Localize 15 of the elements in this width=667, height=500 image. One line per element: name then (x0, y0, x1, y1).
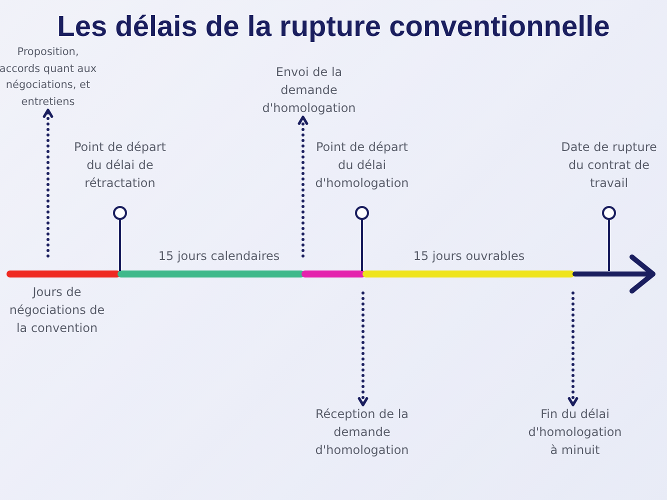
event-label: Proposition, accords quant aux négociations, et entretiens (0, 44, 98, 110)
dotted-arrow (42, 108, 54, 258)
dotted-arrow (568, 292, 578, 406)
duration-label: 15 jours ouvrables (412, 248, 526, 265)
event-label: Réception de la demande d'homologation (314, 405, 410, 459)
dotted-arrow (298, 116, 308, 258)
milestone-label: Date de rupture du contrat de travail (560, 139, 658, 192)
period-label: Jours de négociations de la convention (8, 284, 106, 337)
duration-label: 15 jours calendaires (157, 248, 281, 265)
milestone-label: Point de départ du délai de rétractation (72, 139, 168, 192)
dotted-arrow (358, 292, 368, 406)
event-label: Fin du délai d'homologation à minuit (527, 405, 623, 459)
title: Les délais de la rupture conventionnelle (57, 10, 610, 44)
event-label: Envoi de la demande d'homologation (261, 63, 357, 117)
milestone-label: Point de départ du délai d'homologation (314, 139, 410, 192)
